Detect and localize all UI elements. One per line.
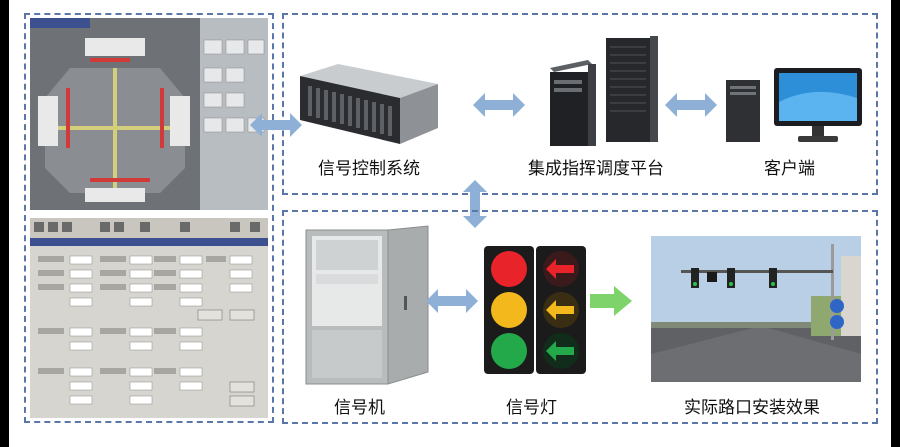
install-effect-label: 实际路口安装效果 <box>684 398 820 418</box>
bidirectional-arrow-icon <box>250 113 302 137</box>
integrated-platform-label: 集成指挥调度平台 <box>528 159 664 179</box>
forward-arrow-icon <box>590 286 632 316</box>
client-label: 客户端 <box>764 159 815 179</box>
installation-photo <box>651 236 861 382</box>
system-platform-box <box>282 13 878 195</box>
intersection-map-screenshot <box>30 18 268 210</box>
server-icon <box>300 64 438 144</box>
bidirectional-arrow-icon <box>665 93 717 117</box>
signal-cabinet-icon <box>305 225 429 385</box>
monitor-icon <box>726 68 862 142</box>
signal-machine-label: 信号机 <box>334 398 385 418</box>
signal-light-label: 信号灯 <box>506 398 557 418</box>
tower-computer-icon <box>550 36 658 146</box>
vertical-bidirectional-arrow-icon <box>463 180 487 228</box>
traffic-light-icon <box>484 246 534 374</box>
signal-control-system-label: 信号控制系统 <box>318 159 420 179</box>
arrow-light-icon <box>536 246 586 374</box>
settings-dialog-screenshot <box>30 218 268 418</box>
bidirectional-arrow-icon <box>473 93 525 117</box>
bidirectional-arrow-icon <box>426 289 478 313</box>
field-equipment-box <box>282 210 878 424</box>
software-panel <box>24 13 274 423</box>
